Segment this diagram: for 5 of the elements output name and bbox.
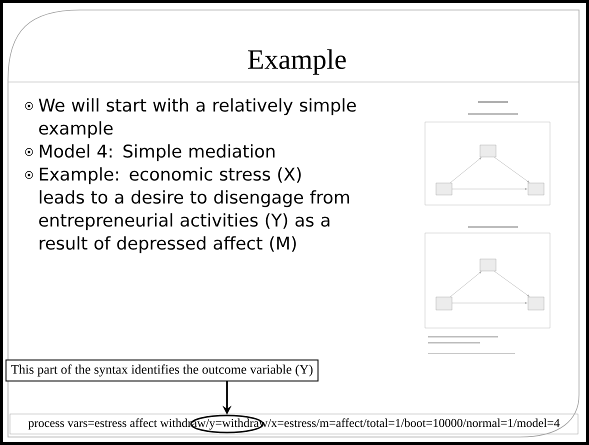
bullet-text: Model 4: Simple mediation xyxy=(40,144,274,162)
bullet-text: We will start with a relatively simple example xyxy=(38,98,356,138)
callout-box: This part of the syntax identifies the outcome variable (Y) xyxy=(6,360,318,382)
slide-title: Example xyxy=(248,49,346,75)
bullet-text: Example: economic stress (X) leads to a desire to disengage from entrepreneurial activities (Y) as a result of depressed affect (M) xyxy=(39,167,349,254)
